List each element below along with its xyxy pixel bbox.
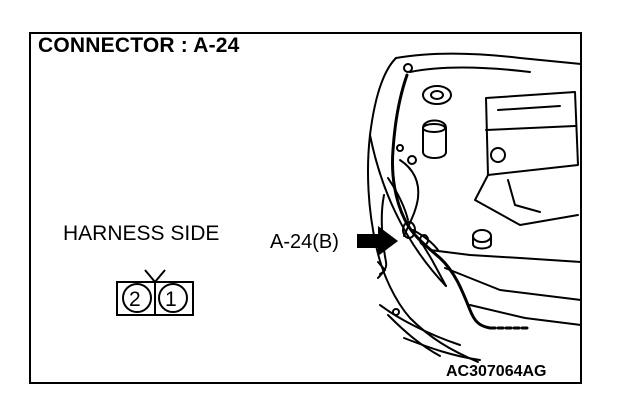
pin-label-2: 2 — [129, 288, 141, 311]
connector-callout-label: A-24(B) — [270, 231, 339, 253]
pin-label-1: 1 — [165, 288, 177, 311]
engine-bay-illustration — [367, 52, 582, 363]
arrow-right-icon — [357, 226, 398, 256]
diagram-title: CONNECTOR : A-24 — [38, 34, 240, 57]
diagram-frame — [29, 32, 582, 384]
figure-code: AC307064AG — [446, 363, 547, 380]
two-pin-connector-icon — [116, 269, 194, 316]
harness-side-label: HARNESS SIDE — [63, 222, 220, 245]
